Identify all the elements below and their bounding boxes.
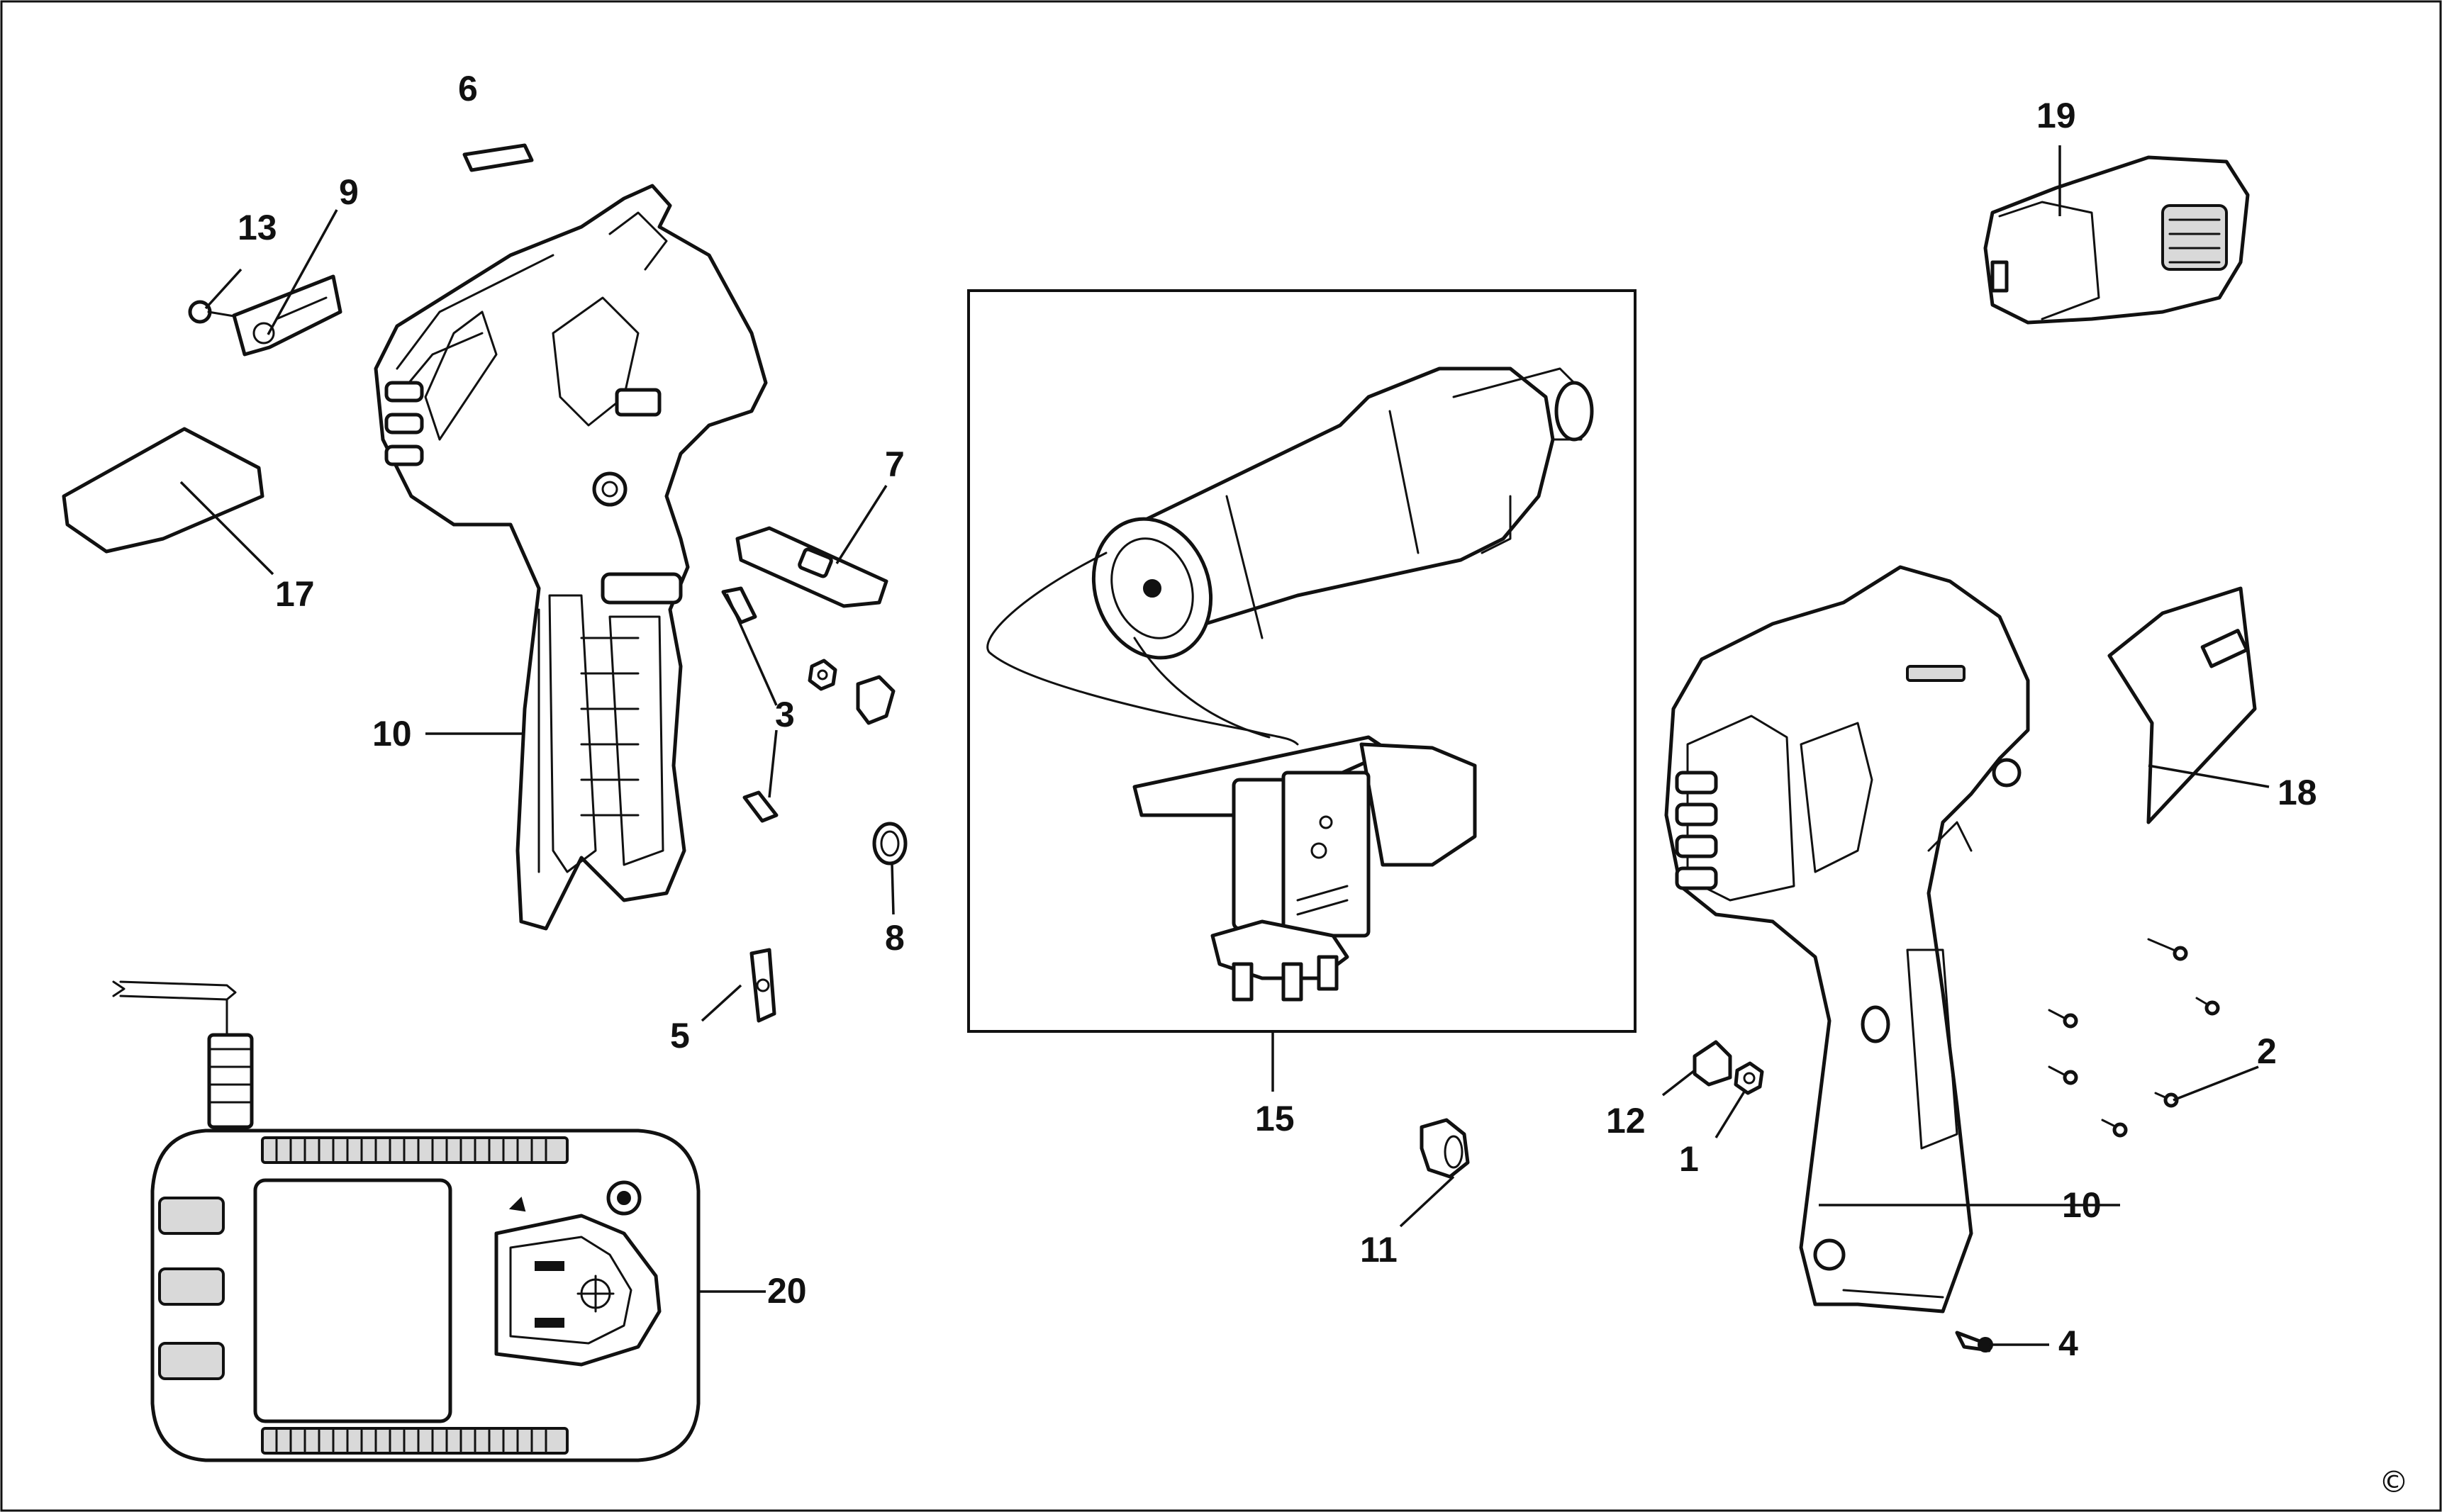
label-10-right: 10 — [2062, 1185, 2102, 1225]
part-9-clip — [232, 274, 342, 357]
part-19-battery — [1983, 155, 2250, 325]
label-17: 17 — [275, 574, 315, 614]
part-17-label-plate — [62, 427, 264, 554]
label-19: 19 — [2036, 96, 2076, 135]
label-2: 2 — [2257, 1031, 2277, 1071]
small-clip — [856, 675, 896, 725]
label-3: 3 — [775, 695, 795, 734]
part-2-screws — [2048, 938, 2220, 1138]
part-11-knob — [1420, 1118, 1470, 1179]
label-20: 20 — [767, 1271, 807, 1311]
left-housing-half — [374, 184, 768, 931]
label-1: 1 — [1679, 1139, 1699, 1179]
label-9: 9 — [339, 172, 359, 212]
label-6: 6 — [458, 69, 478, 108]
label-5: 5 — [670, 1016, 690, 1055]
part-number-labels: 1 2 3 4 5 6 7 8 9 10 10 11 12 13 15 17 1… — [238, 69, 2409, 1499]
part-5-plate — [749, 948, 776, 1023]
part-12-clip — [1693, 1040, 1732, 1087]
label-18: 18 — [2277, 773, 2317, 812]
small-nut — [808, 659, 837, 691]
label-7: 7 — [885, 444, 905, 484]
label-15: 15 — [1255, 1099, 1295, 1138]
copyright-symbol: © — [2379, 1465, 2409, 1499]
part-7-slider — [735, 526, 888, 608]
label-11: 11 — [1360, 1230, 1398, 1270]
part-15-motor-gearbox-box — [967, 289, 1637, 1033]
label-12: 12 — [1606, 1101, 1646, 1141]
label-13: 13 — [238, 208, 277, 247]
part-8-oring — [872, 822, 908, 866]
leader-lines — [179, 145, 2270, 1346]
right-housing-half — [1664, 565, 2030, 1314]
part-4-screw — [1955, 1331, 1993, 1353]
part-3-pins — [721, 586, 779, 823]
label-4: 4 — [2058, 1323, 2078, 1363]
part-20-charger — [112, 980, 701, 1462]
label-8: 8 — [885, 918, 905, 958]
part-13-screw — [188, 300, 235, 324]
label-10-left: 10 — [372, 714, 412, 754]
part-1-nut — [1734, 1061, 1764, 1095]
part-18-label — [2107, 586, 2257, 824]
part-6-pad — [462, 143, 534, 172]
